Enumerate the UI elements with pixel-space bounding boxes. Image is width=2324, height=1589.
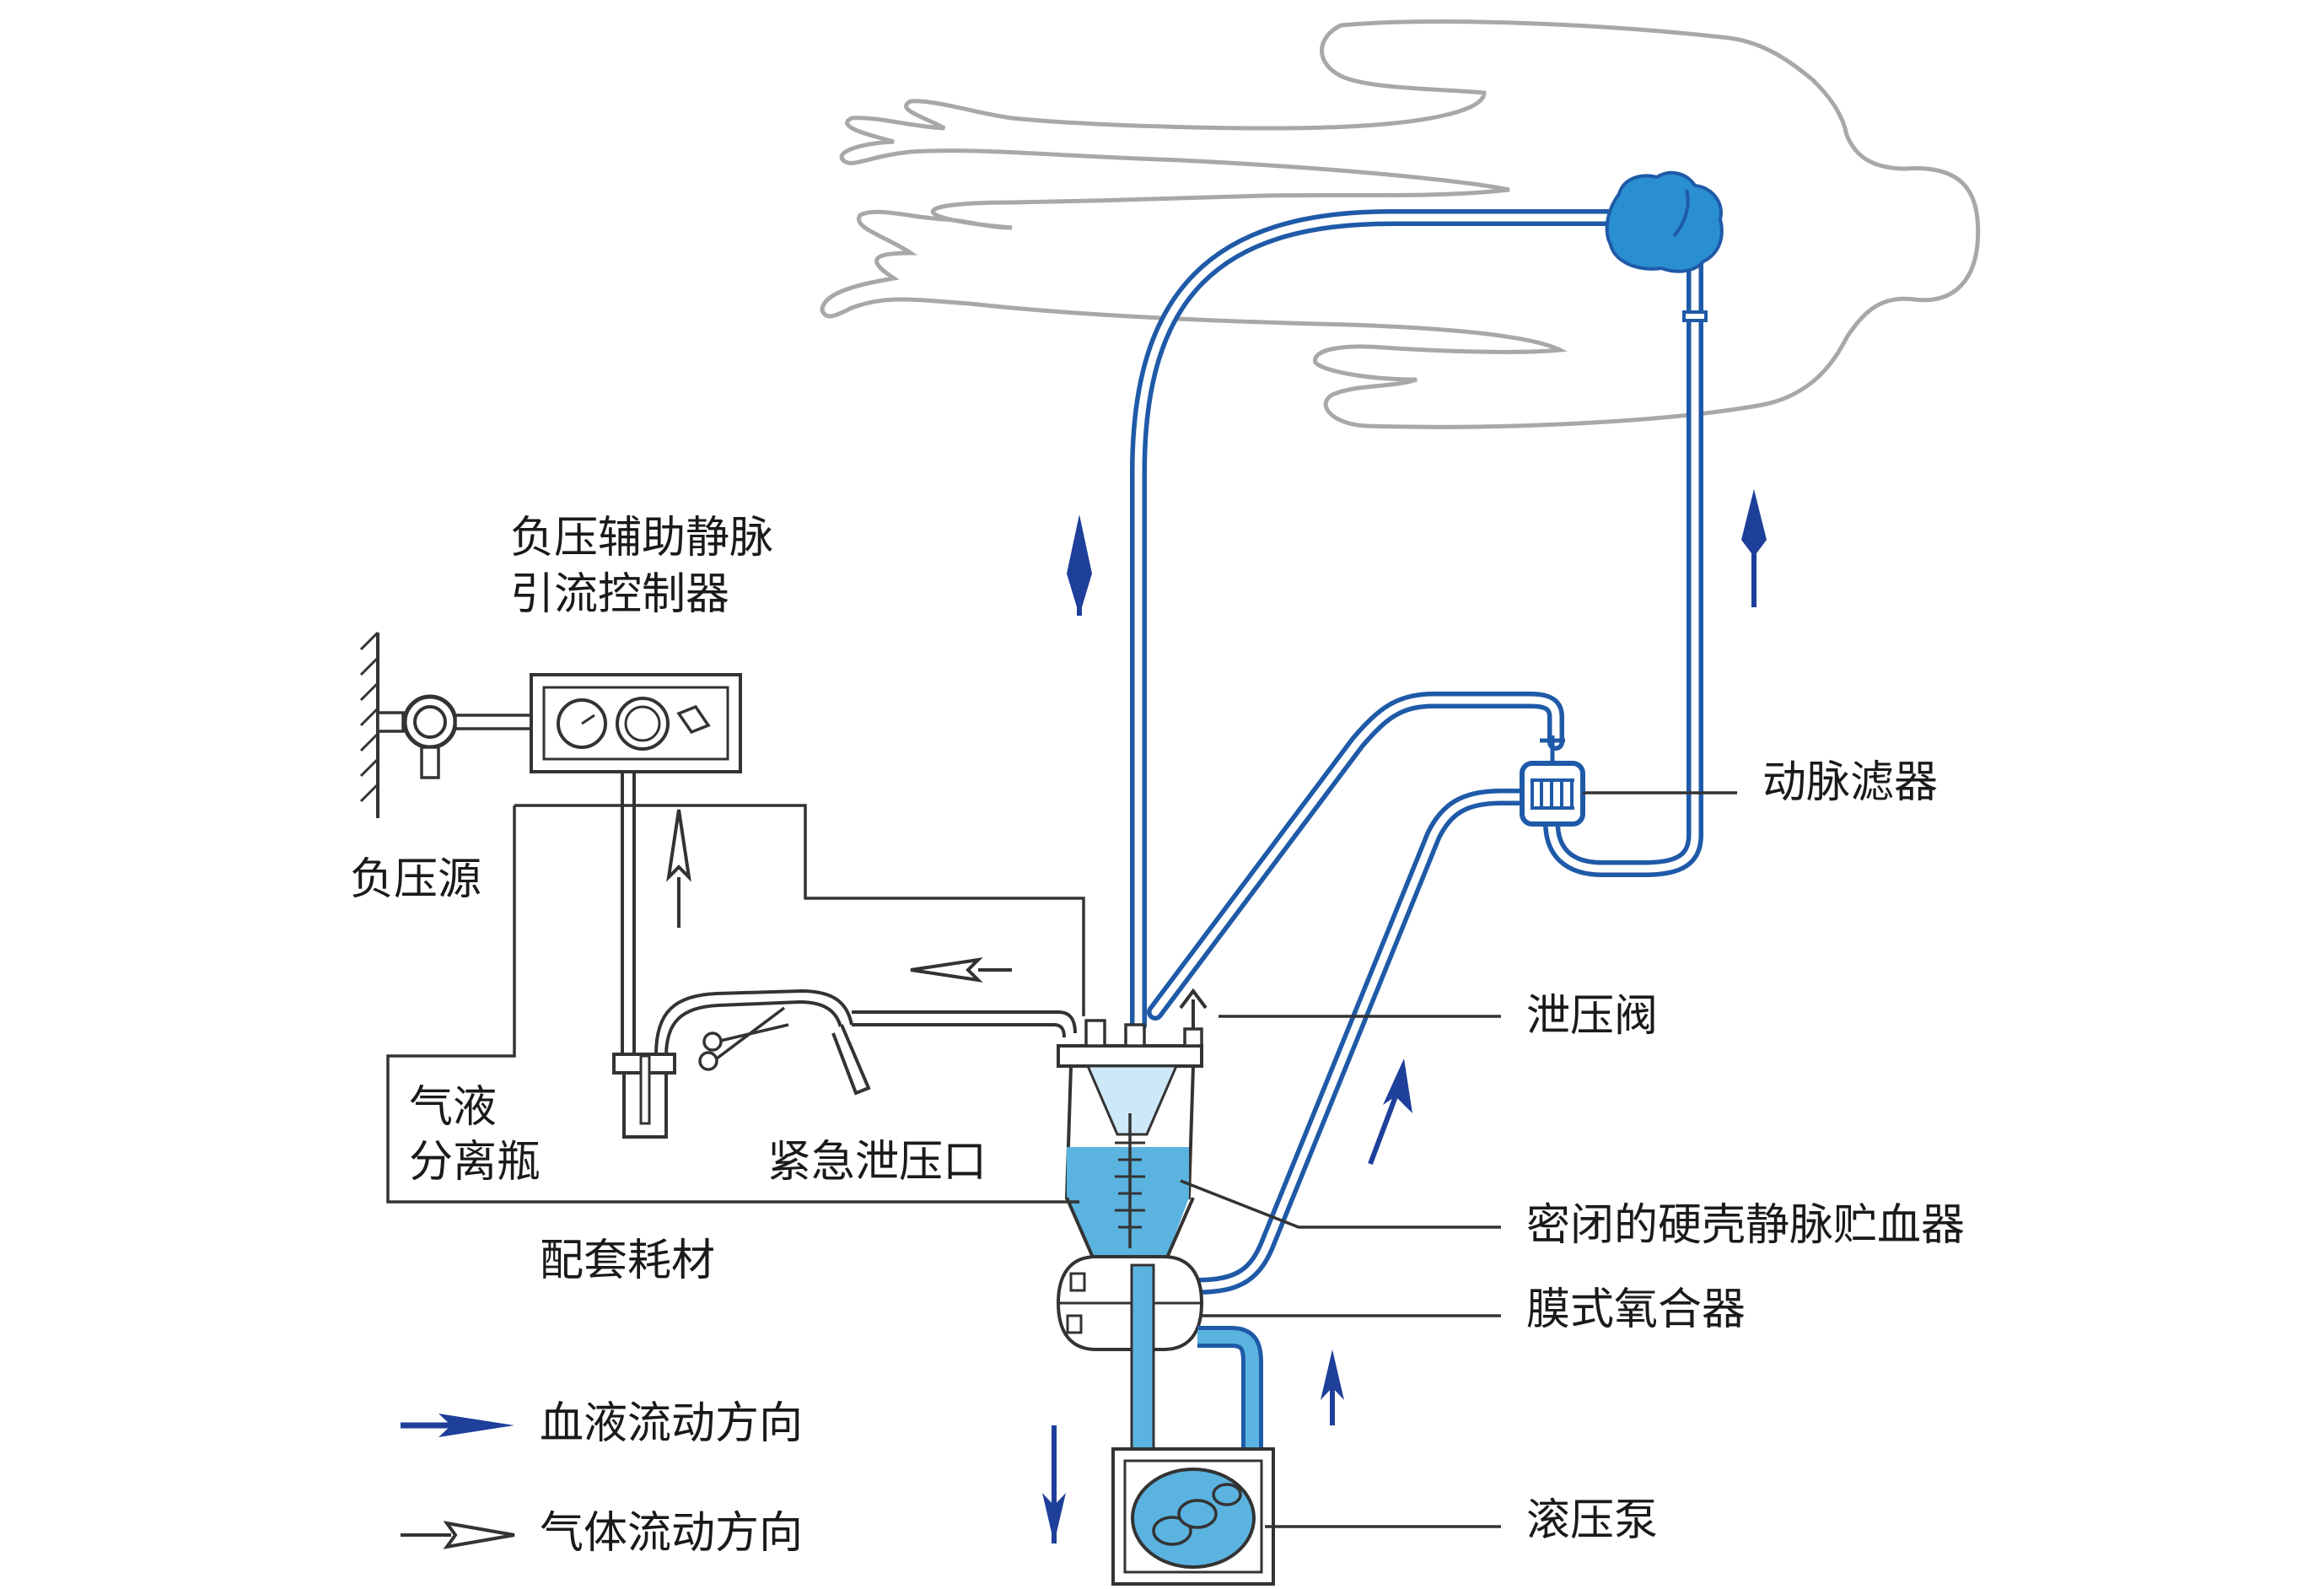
legend-blood-flow-label: 血液流动方向 <box>540 1398 803 1449</box>
blood-flow-arrow-diagonal <box>1368 1058 1412 1166</box>
legend-gas-flow-label: 气体流动方向 <box>540 1508 803 1559</box>
blood-flow-arrow-pump-up <box>1321 1349 1344 1425</box>
roller-pump-label: 滚压泵 <box>1526 1495 1658 1546</box>
blood-flow-arrows <box>1042 489 1767 1543</box>
controller-label-line2: 引流控制器 <box>510 569 729 620</box>
relief-valve <box>1179 988 1208 1048</box>
dial-icon <box>616 697 670 751</box>
oxygenator-outlet-line <box>1189 789 1543 1295</box>
human-body-outline-icon <box>820 19 1981 429</box>
gas-flow-arrow-left <box>910 957 1012 983</box>
clamp-scissors-icon <box>698 1006 789 1071</box>
legend-gas-flow-icon <box>401 1521 515 1549</box>
venous-drainage-tube <box>1130 209 1623 1033</box>
arterial-line <box>1543 236 1708 877</box>
pump-lines <box>1130 1263 1263 1469</box>
separator-label-line2: 分离瓶 <box>409 1137 541 1188</box>
venous-reservoir <box>1057 1019 1203 1267</box>
vacuum-source <box>359 631 533 818</box>
roller-pump <box>1111 1447 1275 1586</box>
heart-icon <box>1605 170 1724 273</box>
emergency-relief-port-label: 紧急泄压口 <box>767 1137 987 1188</box>
gauge-icon <box>557 698 607 749</box>
blood-flow-arrow-up <box>1741 489 1767 607</box>
filter-purge-line <box>1147 692 1564 1021</box>
relief-valve-label: 泄压阀 <box>1526 991 1658 1042</box>
leader-lines <box>1180 791 1737 1528</box>
gas-flow-arrows <box>666 809 1012 983</box>
oxygenator-label: 膜式氧合器 <box>1526 1285 1746 1335</box>
vacuum-source-label: 负压源 <box>350 854 481 905</box>
gas-liquid-separator <box>612 988 1077 1139</box>
arterial-filter-label: 动脉滤器 <box>1762 757 1938 808</box>
separator-label-line1: 气液 <box>409 1082 497 1133</box>
legend-blood-flow-icon <box>401 1414 514 1437</box>
consumables-outline <box>386 804 1085 1204</box>
blood-flow-arrow-down <box>1067 514 1092 616</box>
gas-flow-arrow-up <box>666 809 691 928</box>
vavd-controller <box>530 673 742 1056</box>
consumables-label: 配套耗材 <box>540 1236 715 1286</box>
labels: 负压辅助静脉 引流控制器 负压源 气液 分离瓶 紧急泄压口 配套耗材 动脉滤器 … <box>350 513 1965 1559</box>
membrane-oxygenator <box>1056 1255 1204 1351</box>
reservoir-label: 密闭的硬壳静脉贮血器 <box>1526 1200 1965 1251</box>
controller-label-line1: 负压辅助静脉 <box>510 513 773 563</box>
arterial-filter-icon <box>1520 735 1585 827</box>
blood-flow-arrow-pump-down <box>1042 1425 1066 1543</box>
